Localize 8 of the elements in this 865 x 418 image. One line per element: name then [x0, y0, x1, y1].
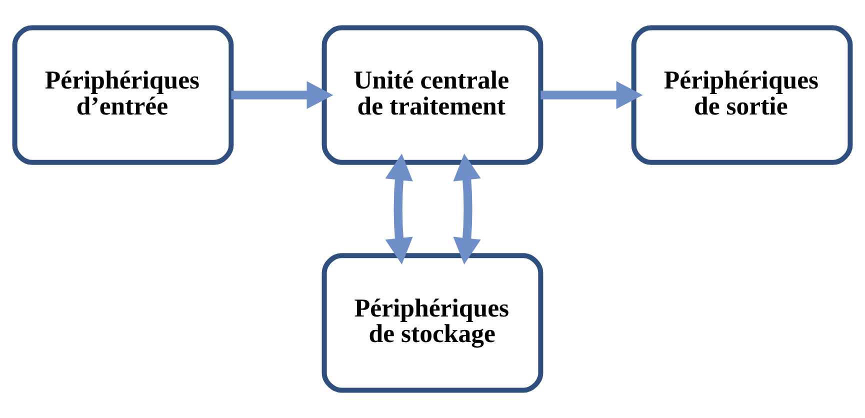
node-box: Périphériques de sortie: [631, 25, 853, 165]
node-box: Périphériques de stockage: [322, 253, 544, 393]
arrow: [540, 81, 643, 109]
arrow: [385, 154, 413, 264]
arrow: [231, 81, 334, 109]
arrow: [453, 154, 481, 264]
node-box: Périphériques d’entrée: [12, 25, 234, 165]
node-box: Unité centrale de traitement: [322, 25, 544, 165]
